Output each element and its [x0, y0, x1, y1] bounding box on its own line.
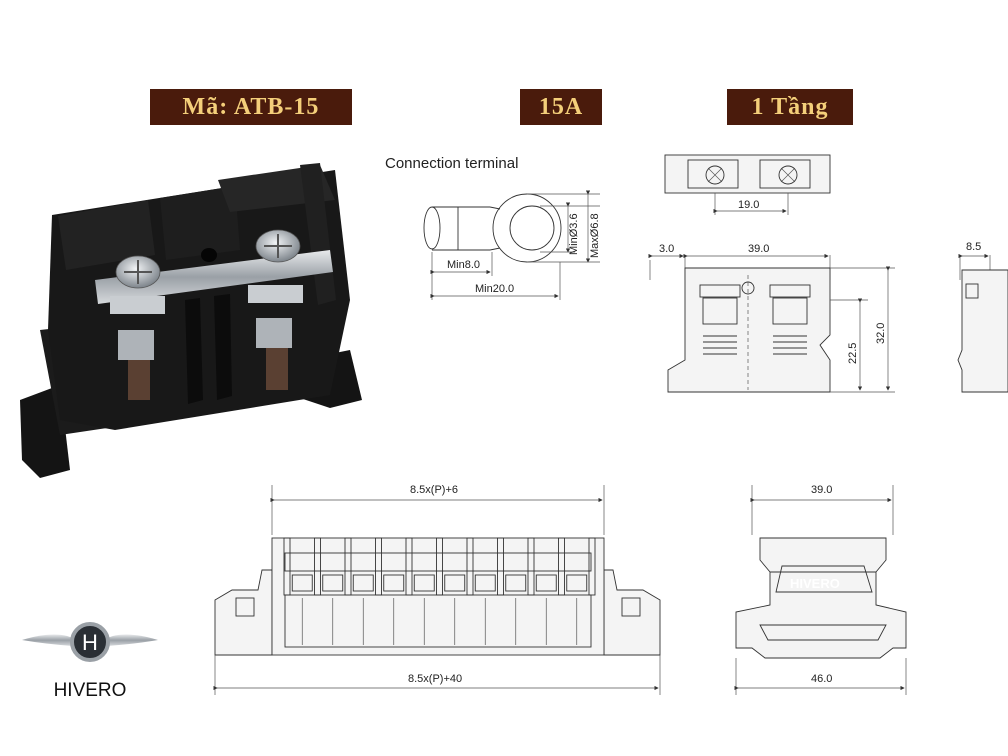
barrier-wall: [527, 537, 535, 596]
barrier-wall: [314, 537, 321, 596]
screw-clamp-icon: [505, 574, 527, 592]
screw-clamp-icon: [383, 574, 405, 592]
screw-clamp-icon: [291, 574, 313, 592]
current-rating-badge: 15A: [520, 89, 602, 125]
min-length-dim: Min20.0: [475, 283, 514, 295]
connection-terminal-diagram: Connection terminal MinØ3.6 MaxØ6.8 Min8…: [385, 155, 601, 300]
side-view-diagram: 3.0 39.0 22.5 32.0 8.5: [648, 241, 1008, 393]
tier-count-badge: 1 Tầng: [727, 89, 853, 125]
barrier-wall: [283, 537, 291, 596]
min-barrel-dim: Min8.0: [447, 259, 480, 271]
terminal-title: Connection terminal: [385, 155, 518, 172]
front-bottom-dim: 8.5x(P)+40: [408, 673, 462, 685]
screw-clamp-icon: [535, 574, 557, 592]
end-view-diagram: 39.0 HIVERO 46.0: [734, 484, 907, 695]
barrier-wall: [344, 537, 352, 596]
screw-clamp-icon: [444, 574, 466, 592]
barrier-wall: [405, 537, 413, 596]
logo-right-wing-icon: [107, 634, 158, 646]
barrier-wall: [466, 537, 474, 596]
screw-clamp-icon: [413, 574, 435, 592]
end-view-label: HIVERO: [790, 576, 840, 591]
screw-clamp-icon: [322, 574, 344, 592]
max-outer-dim: MaxØ6.8: [589, 213, 601, 258]
total-height-dim: 32.0: [875, 323, 887, 344]
brand-logo: H HIVERO: [22, 622, 158, 701]
product-code-badge: Mã: ATB-15: [150, 89, 352, 125]
barrier-wall: [497, 537, 504, 596]
thickness-dim: 8.5: [966, 241, 981, 253]
side-width-dim: 39.0: [748, 243, 769, 255]
logo-left-wing-icon: [22, 634, 73, 646]
terminal-block-photo: [20, 163, 362, 478]
front-view-diagram: 8.5x(P)+6 8.5x(P)+40: [213, 484, 661, 695]
screw-clamp-icon: [474, 574, 496, 592]
end-top-dim: 39.0: [811, 484, 832, 496]
barrier-wall: [558, 537, 565, 596]
min-hole-dim: MinØ3.6: [568, 213, 580, 255]
logo-letter: H: [82, 630, 98, 655]
front-barriers: [283, 537, 596, 645]
offset-dim: 3.0: [659, 243, 674, 255]
inner-height-dim: 22.5: [847, 343, 859, 364]
top-view-diagram: 19.0: [664, 154, 831, 215]
pitch-dim: 19.0: [738, 199, 759, 211]
barrier-wall: [588, 537, 596, 596]
barrier-wall: [375, 537, 382, 596]
end-bottom-dim: 46.0: [811, 673, 832, 685]
screw-clamp-icon: [352, 574, 374, 592]
screw-clamp-icon: [566, 574, 588, 592]
front-top-dim: 8.5x(P)+6: [410, 484, 458, 496]
logo-emblem-icon: [70, 622, 110, 662]
brand-name: HIVERO: [54, 680, 127, 701]
barrier-wall: [436, 537, 443, 596]
